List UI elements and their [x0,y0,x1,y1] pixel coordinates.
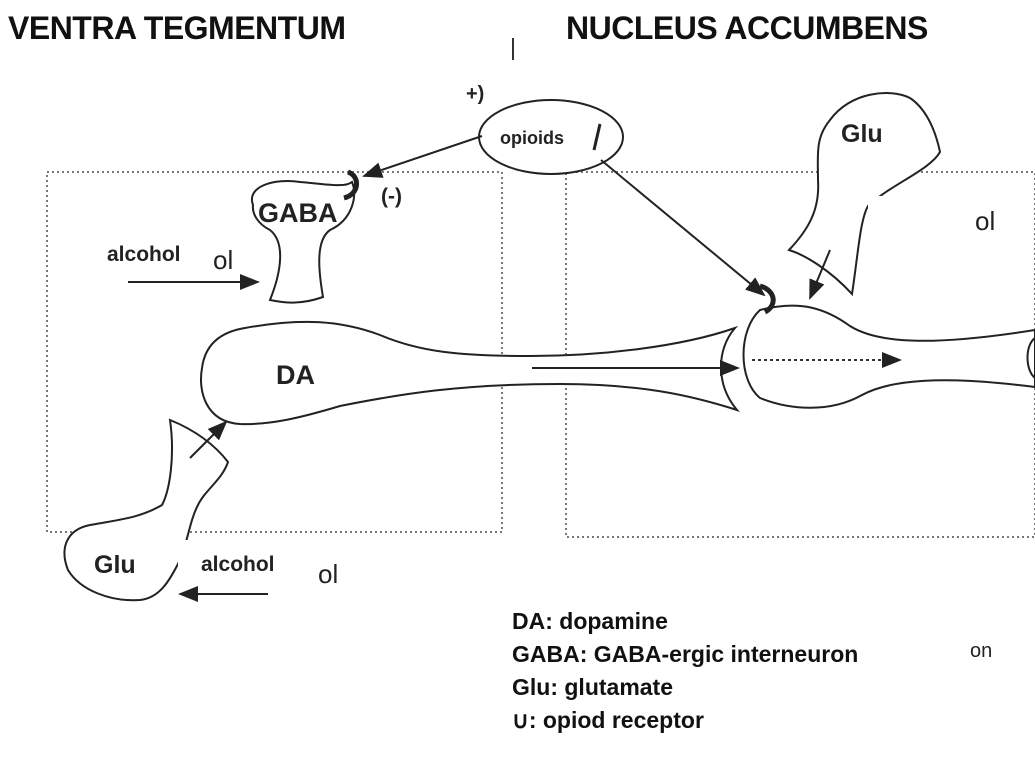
opioids-to-nac-arrow [601,160,764,295]
fragment-ol-bottom: ol [318,559,338,589]
alcohol-bottom-label: alcohol [201,553,275,576]
nac-opioid-receptor-icon [760,286,773,312]
fragment-ol-top: ol [213,245,233,275]
legend: DA: dopamine GABA: GABA-ergic interneuro… [512,605,858,737]
inhibit-sign: (-) [381,185,402,208]
opioids-label: opioids [500,128,564,148]
fragment-ol-right: ol [975,206,995,236]
nac-neuron [744,306,1035,408]
label-mask [868,196,983,268]
legend-item-da: DA: dopamine [512,605,858,638]
legend-item-opioid-receptor: ∪: opiod receptor [512,704,858,737]
gaba-label: GABA [258,198,338,228]
legend-item-gaba: GABA: GABA-ergic interneuron [512,638,858,671]
excite-sign: +) [466,83,484,105]
glu-right-label: Glu [841,120,883,148]
alcohol-top-label: alcohol [107,243,181,266]
glu-left-label: Glu [94,551,136,579]
legend-item-glu: Glu: glutamate [512,671,858,704]
opioids-to-gaba-arrow [364,136,482,176]
da-label: DA [276,360,315,390]
fragment-on: on [970,640,992,662]
